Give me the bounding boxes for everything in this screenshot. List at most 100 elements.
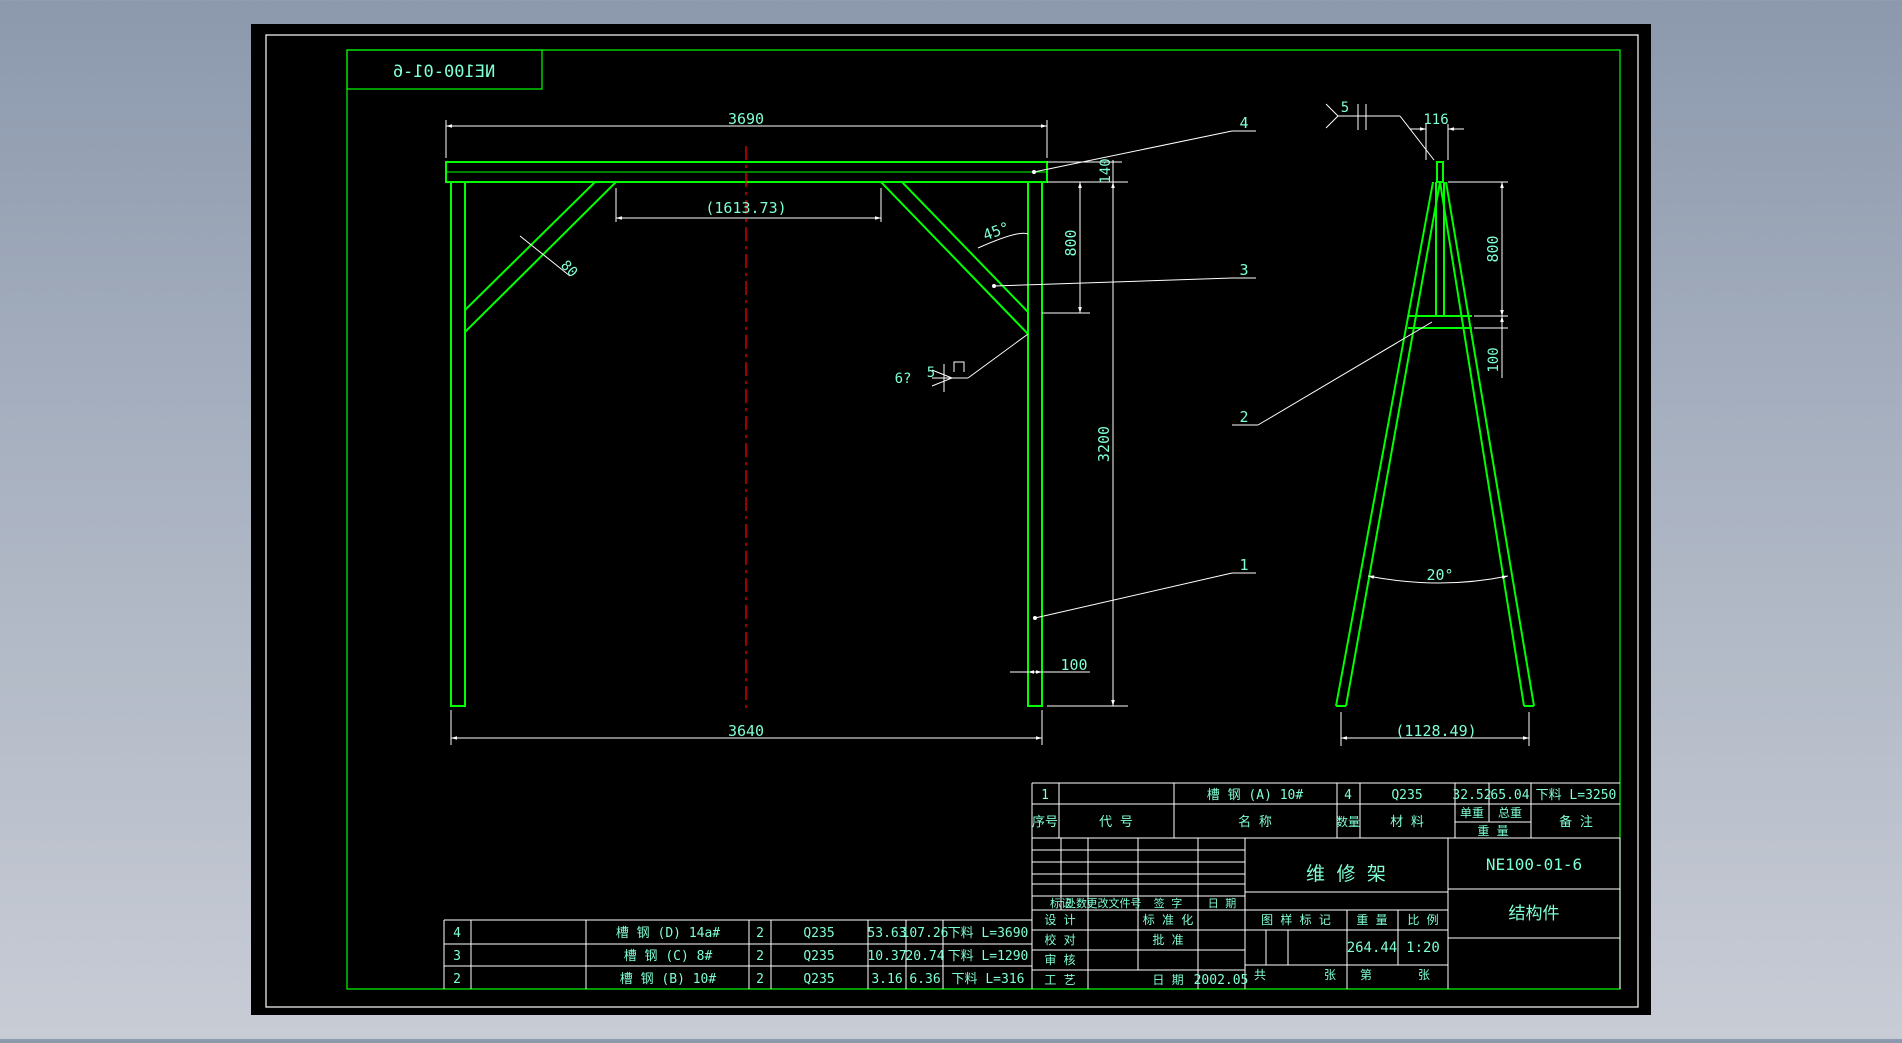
role-review: 审 核 (1044, 952, 1075, 967)
lower-row-2-name: 槽 钢 (C) 8# (624, 949, 713, 964)
std-label: 标 准 化 (1143, 913, 1193, 927)
tb-scale: 1:20 (1406, 940, 1440, 956)
drawing-sheet (251, 24, 1651, 1015)
rev-hdr-mark: 标记 (1050, 896, 1072, 910)
hdr-remark: 备 注 (1559, 814, 1593, 830)
lower-row-1-unit-wt: 53.63 (867, 926, 906, 941)
right-leg (1027, 181, 1043, 707)
sheet-no-label: 第 (1360, 968, 1372, 982)
lower-row-3-seq: 2 (453, 972, 461, 987)
callout-1: 1 (1239, 556, 1248, 574)
lower-row-1-total-wt: 107.26 (902, 926, 949, 941)
lower-row-3-material: Q235 (803, 972, 834, 987)
dim-width-top: 3690 (728, 110, 764, 128)
upper-total-wt: 65.04 (1490, 788, 1529, 803)
tb-weight: 264.44 (1347, 940, 1398, 956)
role-check: 校 对 (1044, 932, 1075, 947)
left-brace (464, 181, 619, 335)
callout-4: 4 (1239, 114, 1248, 132)
side-view: 116 800 100 (1128.49) 20° 5 2 (1232, 100, 1535, 746)
lower-row-3-unit-wt: 3.16 (871, 972, 902, 987)
lower-row-1-qty: 2 (756, 926, 764, 941)
dim-side-brace-height: 800 (1484, 235, 1502, 262)
role-design: 设 计 (1044, 913, 1075, 927)
side-leg-right-outer (1445, 181, 1535, 707)
drawing-code-box: NE100-01-6 (346, 49, 543, 90)
upper-unit-wt: 32.52 (1452, 788, 1491, 803)
right-brace (878, 181, 1029, 337)
upper-material: Q235 (1391, 788, 1422, 803)
tb-drawing-no: NE100-01-6 (1486, 855, 1582, 874)
angle-20: 20° (1426, 566, 1453, 584)
lower-row-1-name: 槽 钢 (D) 14a# (616, 926, 720, 941)
lower-row-2-total-wt: 20.74 (905, 949, 944, 964)
stage-label: 图 样 标 记 (1261, 912, 1331, 927)
front-view: 3690 3640 (1613.73) 3200 800 140 100 80 … (445, 110, 1256, 745)
lower-row-1-material: Q235 (803, 926, 834, 941)
callout-2: 2 (1239, 408, 1248, 426)
lower-row-2-material: Q235 (803, 949, 834, 964)
tb-date: 2002.05 (1194, 973, 1249, 988)
total-sheet-label: 张 (1324, 968, 1336, 982)
hdr-weight: 重 量 (1477, 824, 1508, 838)
lower-row-3-qty: 2 (756, 972, 764, 987)
tb-title: 维 修 架 (1306, 863, 1386, 885)
rev-hdr-sign: 签 字 (1154, 896, 1183, 910)
dim-brace-height: 800 (1062, 229, 1080, 256)
lower-row-2-qty: 2 (756, 949, 764, 964)
rev-hdr-count: 处数 (1065, 897, 1087, 910)
upper-seq: 1 (1041, 788, 1049, 803)
weld-symbol-side (1325, 103, 1435, 161)
side-leg-right-inner (1439, 181, 1525, 707)
date-label: 日 期 (1152, 973, 1183, 987)
upper-qty: 4 (1344, 788, 1352, 803)
hdr-qty: 数量 (1336, 814, 1360, 829)
lower-row-3-name: 槽 钢 (B) 10# (620, 972, 717, 987)
callout-3: 3 (1239, 261, 1248, 279)
hdr-seq: 序号 (1032, 815, 1058, 830)
inner-border (346, 49, 1621, 990)
rev-hdr-date: 日 期 (1208, 897, 1237, 910)
weld-size-front: 5 (927, 365, 935, 381)
dim-gap: (1613.73) (705, 199, 786, 217)
sheet-label: 张 (1418, 968, 1430, 982)
dim-height: 3200 (1095, 426, 1113, 462)
hdr-name: 名 称 (1238, 814, 1272, 830)
dim-top-width: 116 (1423, 112, 1448, 128)
weld-symbol-front (931, 333, 1029, 392)
hdr-material: 材 料 (1390, 815, 1424, 830)
dim-beam-height: 140 (1098, 158, 1114, 183)
dim-leg-offset: 100 (1060, 656, 1087, 674)
total-label: 共 (1254, 968, 1266, 982)
scale-label: 比 例 (1407, 913, 1438, 927)
approve-label: 批 准 (1152, 932, 1183, 947)
weight-label: 重 量 (1356, 913, 1387, 927)
hdr-total-wt: 总重 (1498, 806, 1522, 820)
lower-row-3-remark: 下料 L=316 (952, 972, 1025, 987)
hdr-unit-wt: 单重 (1460, 806, 1484, 820)
lower-row-1-remark: 下料 L=3690 (948, 926, 1029, 941)
outer-border (265, 34, 1639, 1008)
lower-row-1-seq: 4 (453, 926, 461, 941)
dim-width-bottom: 3640 (728, 722, 764, 740)
weld-count: 6? (895, 371, 912, 387)
lower-row-3-total-wt: 6.36 (909, 972, 940, 987)
role-process: 工 艺 (1044, 973, 1075, 987)
lower-row-2-seq: 3 (453, 949, 461, 964)
dim-cross-height: 100 (1486, 347, 1502, 372)
left-leg (450, 181, 466, 707)
parts-list-upper: 1 槽 钢 (A) 10# 4 Q235 32.52 65.04 下料 L=32… (1031, 782, 1620, 839)
side-leg-left-outer (1335, 181, 1434, 707)
upper-name: 槽 钢 (A) 10# (1207, 788, 1304, 803)
lower-row-2-unit-wt: 10.37 (867, 949, 906, 964)
tb-type: 结构件 (1509, 904, 1560, 924)
weld-size-side: 5 (1341, 100, 1349, 116)
rev-hdr-doc: 更改文件号 (1087, 896, 1142, 910)
upper-remark: 下料 L=3250 (1536, 788, 1617, 803)
lower-row-2-remark: 下料 L=1290 (948, 949, 1029, 964)
drawing-code-mirrored: NE100-01-6 (393, 62, 495, 82)
